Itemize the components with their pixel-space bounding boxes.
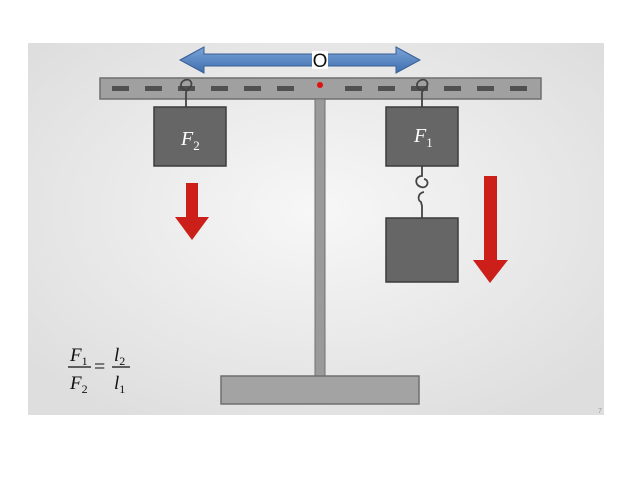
- pivot-dot: [317, 82, 323, 88]
- lever-arm-arrow: [178, 46, 422, 74]
- chain-hook: [415, 166, 429, 218]
- weight-extra: [385, 217, 459, 283]
- force-arrow-right: [473, 176, 508, 283]
- formula-num-right: l2: [114, 345, 125, 368]
- formula-den-right: l1: [114, 373, 125, 396]
- pivot-label-group: O: [312, 51, 328, 72]
- formula-den-left: F2: [69, 373, 88, 396]
- lever-scale-marks: [112, 86, 527, 91]
- right-hook: [416, 78, 429, 108]
- pivot-label: O: [313, 51, 328, 72]
- weight-f2: [153, 106, 227, 167]
- weight-f2-label: F2: [180, 128, 200, 153]
- corner-mark: 7: [598, 408, 602, 415]
- lever-formula: F1 F2 = l2 l1: [68, 345, 130, 396]
- formula-num-left: F1: [69, 345, 88, 368]
- stand-post: [314, 98, 326, 378]
- left-hook: [180, 78, 193, 108]
- weight-f1-label: F1: [413, 125, 433, 150]
- lever-bar: [99, 77, 542, 100]
- formula-equals: =: [94, 356, 105, 378]
- weight-f1: [385, 106, 459, 167]
- stand-base: [220, 375, 420, 405]
- force-arrow-left: [175, 183, 209, 240]
